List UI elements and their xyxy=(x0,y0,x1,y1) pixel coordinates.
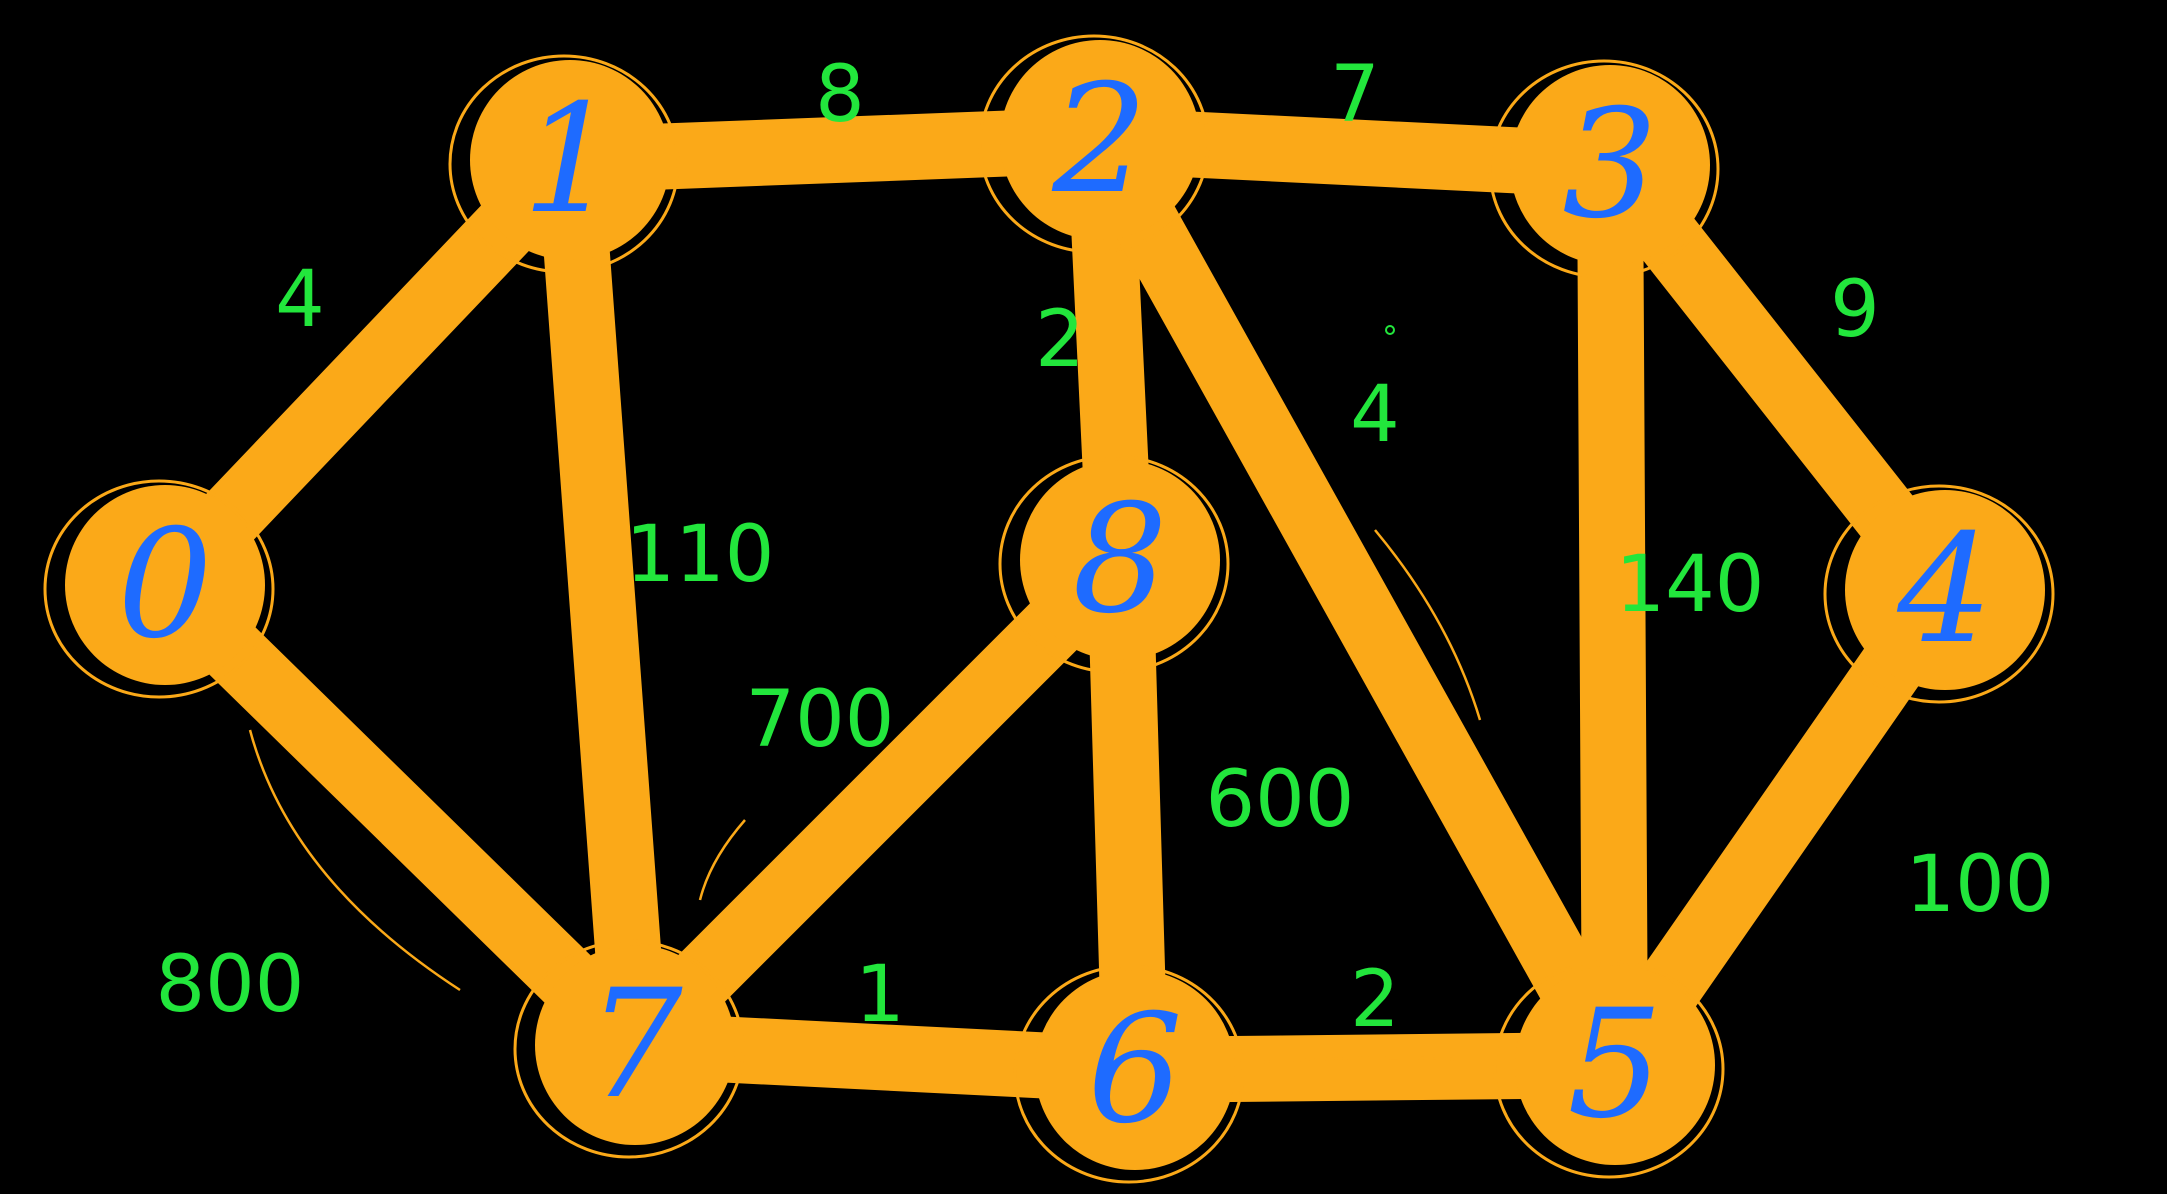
node-2: 2 xyxy=(978,34,1210,254)
node-sketch-outline xyxy=(1013,964,1245,1184)
edge-weight-8-6: 600 xyxy=(1206,755,1355,845)
node-8: 8 xyxy=(998,454,1230,674)
node-1: 1 xyxy=(448,54,680,274)
node-label: 6 xyxy=(1087,983,1182,1157)
node-sketch-outline xyxy=(978,34,1210,254)
sketch-outlines xyxy=(248,325,1482,1064)
node-circle xyxy=(1000,40,1200,240)
edge-1-7 xyxy=(537,127,668,1078)
node-label: 2 xyxy=(1051,53,1147,227)
node-5: 5 xyxy=(1493,959,1725,1179)
nodes-layer: 0 1 2 3 4 5 6 7 8 xyxy=(43,34,2055,1184)
node-sketch-outline xyxy=(43,479,275,699)
edge-weight-2-8: 2 xyxy=(1035,295,1085,385)
node-circle xyxy=(1020,460,1220,660)
edge-weight-2-3: 7 xyxy=(1330,50,1380,140)
node-label: 1 xyxy=(522,73,617,247)
edge-weight-4-5: 100 xyxy=(1906,840,2055,930)
weights-layer: 4 8 7 9 110 2 4 140 100 800 700 600 1 2 xyxy=(156,50,2055,1045)
edge-weight-0-7: 800 xyxy=(156,940,305,1030)
sketch-stroke xyxy=(698,819,746,901)
node-circle xyxy=(1845,490,2045,690)
node-sketch-outline xyxy=(998,454,1230,674)
node-circle xyxy=(470,60,670,260)
node-label: 7 xyxy=(587,958,683,1132)
node-sketch-outline xyxy=(1488,59,1720,279)
node-circle xyxy=(535,945,735,1145)
edge-weight-3-5: 140 xyxy=(1616,540,1765,630)
edge-weight-0-1: 4 xyxy=(275,255,325,345)
node-sketch-outline xyxy=(513,939,745,1159)
node-label: 3 xyxy=(1562,78,1657,252)
stray-dot xyxy=(1385,325,1395,335)
edge-weight-3-4: 9 xyxy=(1830,265,1880,355)
node-label: 8 xyxy=(1072,473,1167,647)
node-0: 0 xyxy=(43,479,275,699)
node-label: 0 xyxy=(117,498,212,672)
node-sketch-outline xyxy=(1493,959,1725,1179)
node-4: 4 xyxy=(1823,484,2055,704)
edge-weight-1-2: 8 xyxy=(815,50,865,140)
node-7: 7 xyxy=(513,939,745,1159)
edge-weight-7-6: 1 xyxy=(855,950,905,1040)
edge-7-8 xyxy=(602,527,1153,1078)
edge-3-5 xyxy=(1577,132,1648,1098)
edge-2-5 xyxy=(1067,107,1648,1098)
sketch-stroke xyxy=(1261,1056,1481,1064)
edge-weight-7-8: 700 xyxy=(746,675,895,765)
node-sketch-outline xyxy=(448,54,680,274)
node-sketch-outline xyxy=(1823,484,2055,704)
node-label: 5 xyxy=(1567,978,1662,1152)
node-6: 6 xyxy=(1013,964,1245,1184)
edge-weight-2-5: 4 xyxy=(1350,370,1400,460)
edge-weight-6-5: 2 xyxy=(1350,955,1400,1045)
node-circle xyxy=(1035,970,1235,1170)
node-circle xyxy=(65,485,265,685)
node-label: 4 xyxy=(1896,503,1992,677)
sketch-stroke xyxy=(248,729,461,992)
node-circle xyxy=(1510,65,1710,265)
sketch-stroke xyxy=(1374,529,1482,721)
node-3: 3 xyxy=(1488,59,1720,279)
edge-weight-1-7: 110 xyxy=(626,510,775,600)
node-circle xyxy=(1515,965,1715,1165)
